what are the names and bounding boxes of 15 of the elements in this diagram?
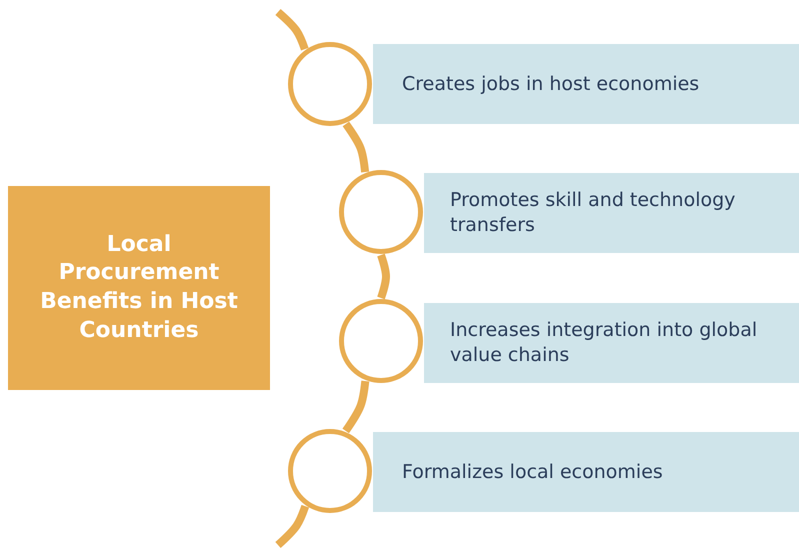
benefit-band (424, 303, 799, 383)
arc-connector (377, 254, 390, 300)
benefit-band (373, 432, 799, 512)
benefit-text: Promotes skill and technology transfers (450, 188, 736, 238)
benefit-band (424, 173, 799, 253)
title-box (8, 186, 270, 390)
title-text: Local Procurement Benefits in Host Countries (39, 230, 239, 345)
benefit-band (373, 44, 799, 124)
arc-connector (275, 9, 309, 50)
benefit-text: Formalizes local economies (402, 460, 663, 484)
arc-connector (342, 380, 370, 434)
benefit-text: Creates jobs in host economies (402, 72, 700, 96)
arc-connector (275, 504, 310, 548)
benefit-text: Increases integration into global value chains (450, 318, 758, 368)
arc-connector (342, 122, 370, 172)
